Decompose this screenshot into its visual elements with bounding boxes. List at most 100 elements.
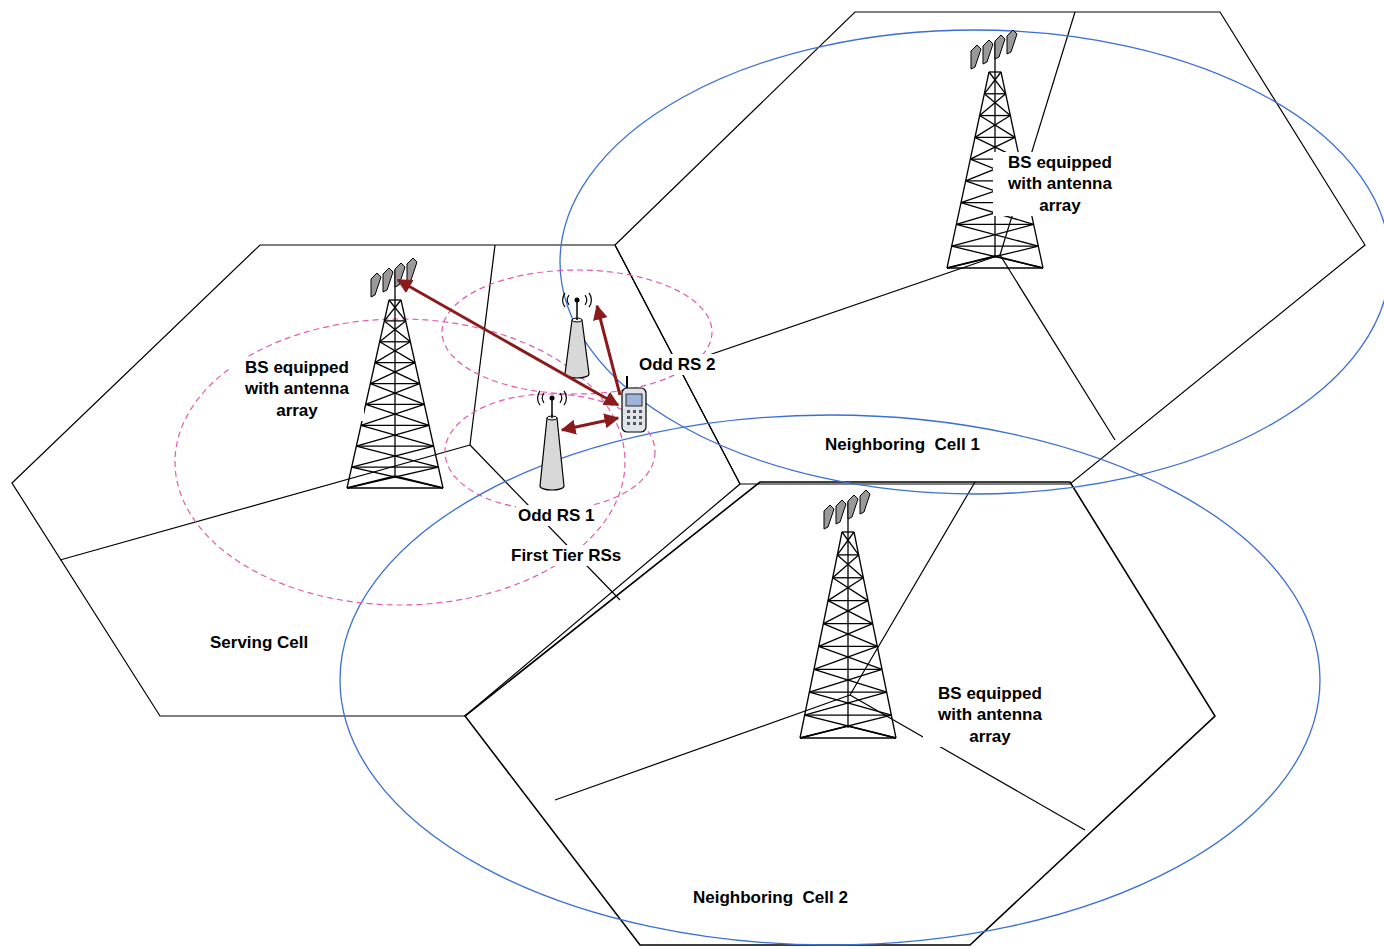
stroke <box>375 362 415 363</box>
stroke <box>370 384 424 405</box>
stroke <box>837 532 854 555</box>
bs-tower <box>800 502 896 738</box>
antenna-panel <box>848 495 858 519</box>
stroke <box>576 300 578 320</box>
radio-links <box>398 280 620 430</box>
stroke <box>805 714 892 715</box>
stroke <box>947 267 1043 268</box>
stroke <box>805 692 887 715</box>
stroke <box>809 692 886 693</box>
stroke <box>380 342 415 363</box>
antenna-array <box>824 490 870 529</box>
antenna-panel <box>383 268 393 292</box>
diagram-label: BS equipped with antenna array <box>230 357 364 421</box>
stroke <box>585 295 587 305</box>
stroke <box>828 601 873 624</box>
mobile-phone <box>622 376 646 432</box>
stroke <box>389 300 406 321</box>
stroke <box>394 300 395 478</box>
stroke <box>366 404 425 405</box>
diagram-label: First Tier RSs <box>509 545 623 566</box>
stroke <box>833 577 864 578</box>
stroke <box>560 393 562 403</box>
antenna-panel <box>860 490 870 514</box>
stroke <box>565 320 589 378</box>
stroke <box>847 532 848 728</box>
stroke <box>975 137 1015 138</box>
relay-station <box>563 293 592 378</box>
stroke <box>538 391 540 405</box>
antenna-panel <box>371 273 381 297</box>
diagram-label: Neighboring Cell 1 <box>823 434 982 455</box>
antenna-panel <box>1007 30 1017 54</box>
stroke <box>389 299 401 300</box>
stroke <box>589 293 591 307</box>
stroke <box>800 737 896 738</box>
diagram-label: Neighboring Cell 2 <box>691 887 850 908</box>
stroke <box>575 298 580 303</box>
diagram-label: Odd RS 1 <box>516 505 597 526</box>
antenna-panel <box>995 35 1005 59</box>
diagram-label: BS equipped with antenna array <box>923 683 1057 747</box>
stroke <box>814 669 887 692</box>
stroke <box>347 487 443 488</box>
stroke <box>823 623 872 624</box>
diagram-label: Odd RS 2 <box>637 354 718 375</box>
stroke <box>837 555 863 578</box>
stroke <box>952 224 1034 246</box>
stroke <box>380 321 406 342</box>
antenna-array <box>371 258 417 297</box>
relay-stations <box>538 293 592 490</box>
stroke <box>819 624 873 647</box>
antenna-array <box>971 30 1017 69</box>
stroke <box>842 531 854 532</box>
stroke <box>540 418 564 490</box>
stroke <box>975 116 1010 138</box>
stroke <box>984 94 1010 116</box>
stroke <box>356 446 433 447</box>
antenna-panel <box>836 500 846 524</box>
stroke <box>805 715 896 738</box>
stroke <box>564 391 566 405</box>
stroke <box>356 446 438 467</box>
stroke <box>375 363 420 384</box>
stroke <box>384 320 405 321</box>
serving-coverage <box>175 270 712 605</box>
stroke <box>356 425 429 446</box>
stroke <box>952 246 1039 247</box>
relay-station <box>538 391 567 490</box>
stroke <box>361 425 434 446</box>
stroke <box>809 692 891 715</box>
stroke <box>842 532 859 555</box>
stroke <box>352 446 434 467</box>
stroke <box>952 246 1043 268</box>
stroke <box>984 93 1005 94</box>
stroke <box>989 71 1001 72</box>
antenna-panel <box>407 258 417 282</box>
stroke <box>550 396 555 401</box>
stroke <box>352 466 439 467</box>
stroke <box>542 393 544 403</box>
stroke <box>567 295 569 305</box>
diagram-label: Serving Cell <box>208 632 310 653</box>
stroke <box>980 116 1015 138</box>
stroke <box>809 669 882 692</box>
stroke <box>352 467 443 488</box>
stroke <box>956 224 1038 246</box>
stroke <box>361 425 429 426</box>
stroke <box>814 646 877 669</box>
stroke <box>828 578 863 601</box>
stroke <box>823 624 877 647</box>
stroke <box>956 224 1033 225</box>
stroke <box>814 669 882 670</box>
stroke <box>800 715 891 738</box>
stroke <box>375 342 410 363</box>
stroke <box>828 600 868 601</box>
stroke <box>833 578 868 601</box>
stroke <box>370 383 419 384</box>
stroke <box>366 404 429 425</box>
stroke <box>947 246 1038 268</box>
stroke <box>984 72 1001 94</box>
stroke <box>551 398 553 418</box>
